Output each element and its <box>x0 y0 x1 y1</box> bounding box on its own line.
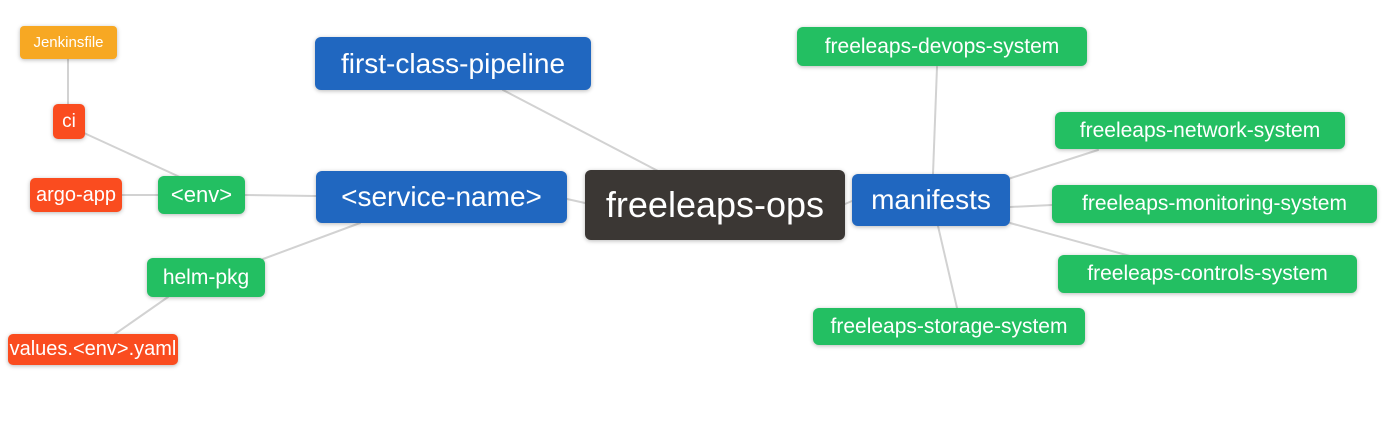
node-freeleaps-devops-system[interactable]: freeleaps-devops-system <box>797 27 1087 66</box>
edge-manifests-monitoring <box>1009 204 1053 208</box>
node-freeleaps-network-system[interactable]: freeleaps-network-system <box>1055 112 1345 149</box>
node-ci[interactable]: ci <box>53 104 85 139</box>
edge-root-manifests <box>844 200 853 205</box>
edge-service-root <box>566 198 586 204</box>
node-freeleaps-ops-root[interactable]: freeleaps-ops <box>585 170 845 240</box>
edge-manifests-controls <box>1009 222 1131 257</box>
node-argo-app[interactable]: argo-app <box>30 178 122 212</box>
edge-pipeline-root <box>502 89 659 172</box>
edge-helm-values <box>114 296 169 335</box>
edge-env-service <box>244 194 317 197</box>
node-freeleaps-monitoring-system[interactable]: freeleaps-monitoring-system <box>1052 185 1377 223</box>
node-first-class-pipeline[interactable]: first-class-pipeline <box>315 37 591 90</box>
edge-manifests-storage <box>937 225 958 309</box>
edge-service-helm <box>262 222 361 260</box>
node-freeleaps-controls-system[interactable]: freeleaps-controls-system <box>1058 255 1357 293</box>
node-jenkinsfile[interactable]: Jenkinsfile <box>20 26 117 59</box>
edge-manifests-devops <box>932 66 938 175</box>
node-freeleaps-storage-system[interactable]: freeleaps-storage-system <box>813 308 1085 345</box>
edge-ci-env <box>83 132 183 179</box>
node-manifests[interactable]: manifests <box>852 174 1010 226</box>
node-service-name[interactable]: <service-name> <box>316 171 567 223</box>
node-env[interactable]: <env> <box>158 176 245 214</box>
edge-manifests-network <box>1007 149 1099 180</box>
node-values-env-yaml[interactable]: values.<env>.yaml <box>8 334 178 365</box>
node-helm-pkg[interactable]: helm-pkg <box>147 258 265 297</box>
